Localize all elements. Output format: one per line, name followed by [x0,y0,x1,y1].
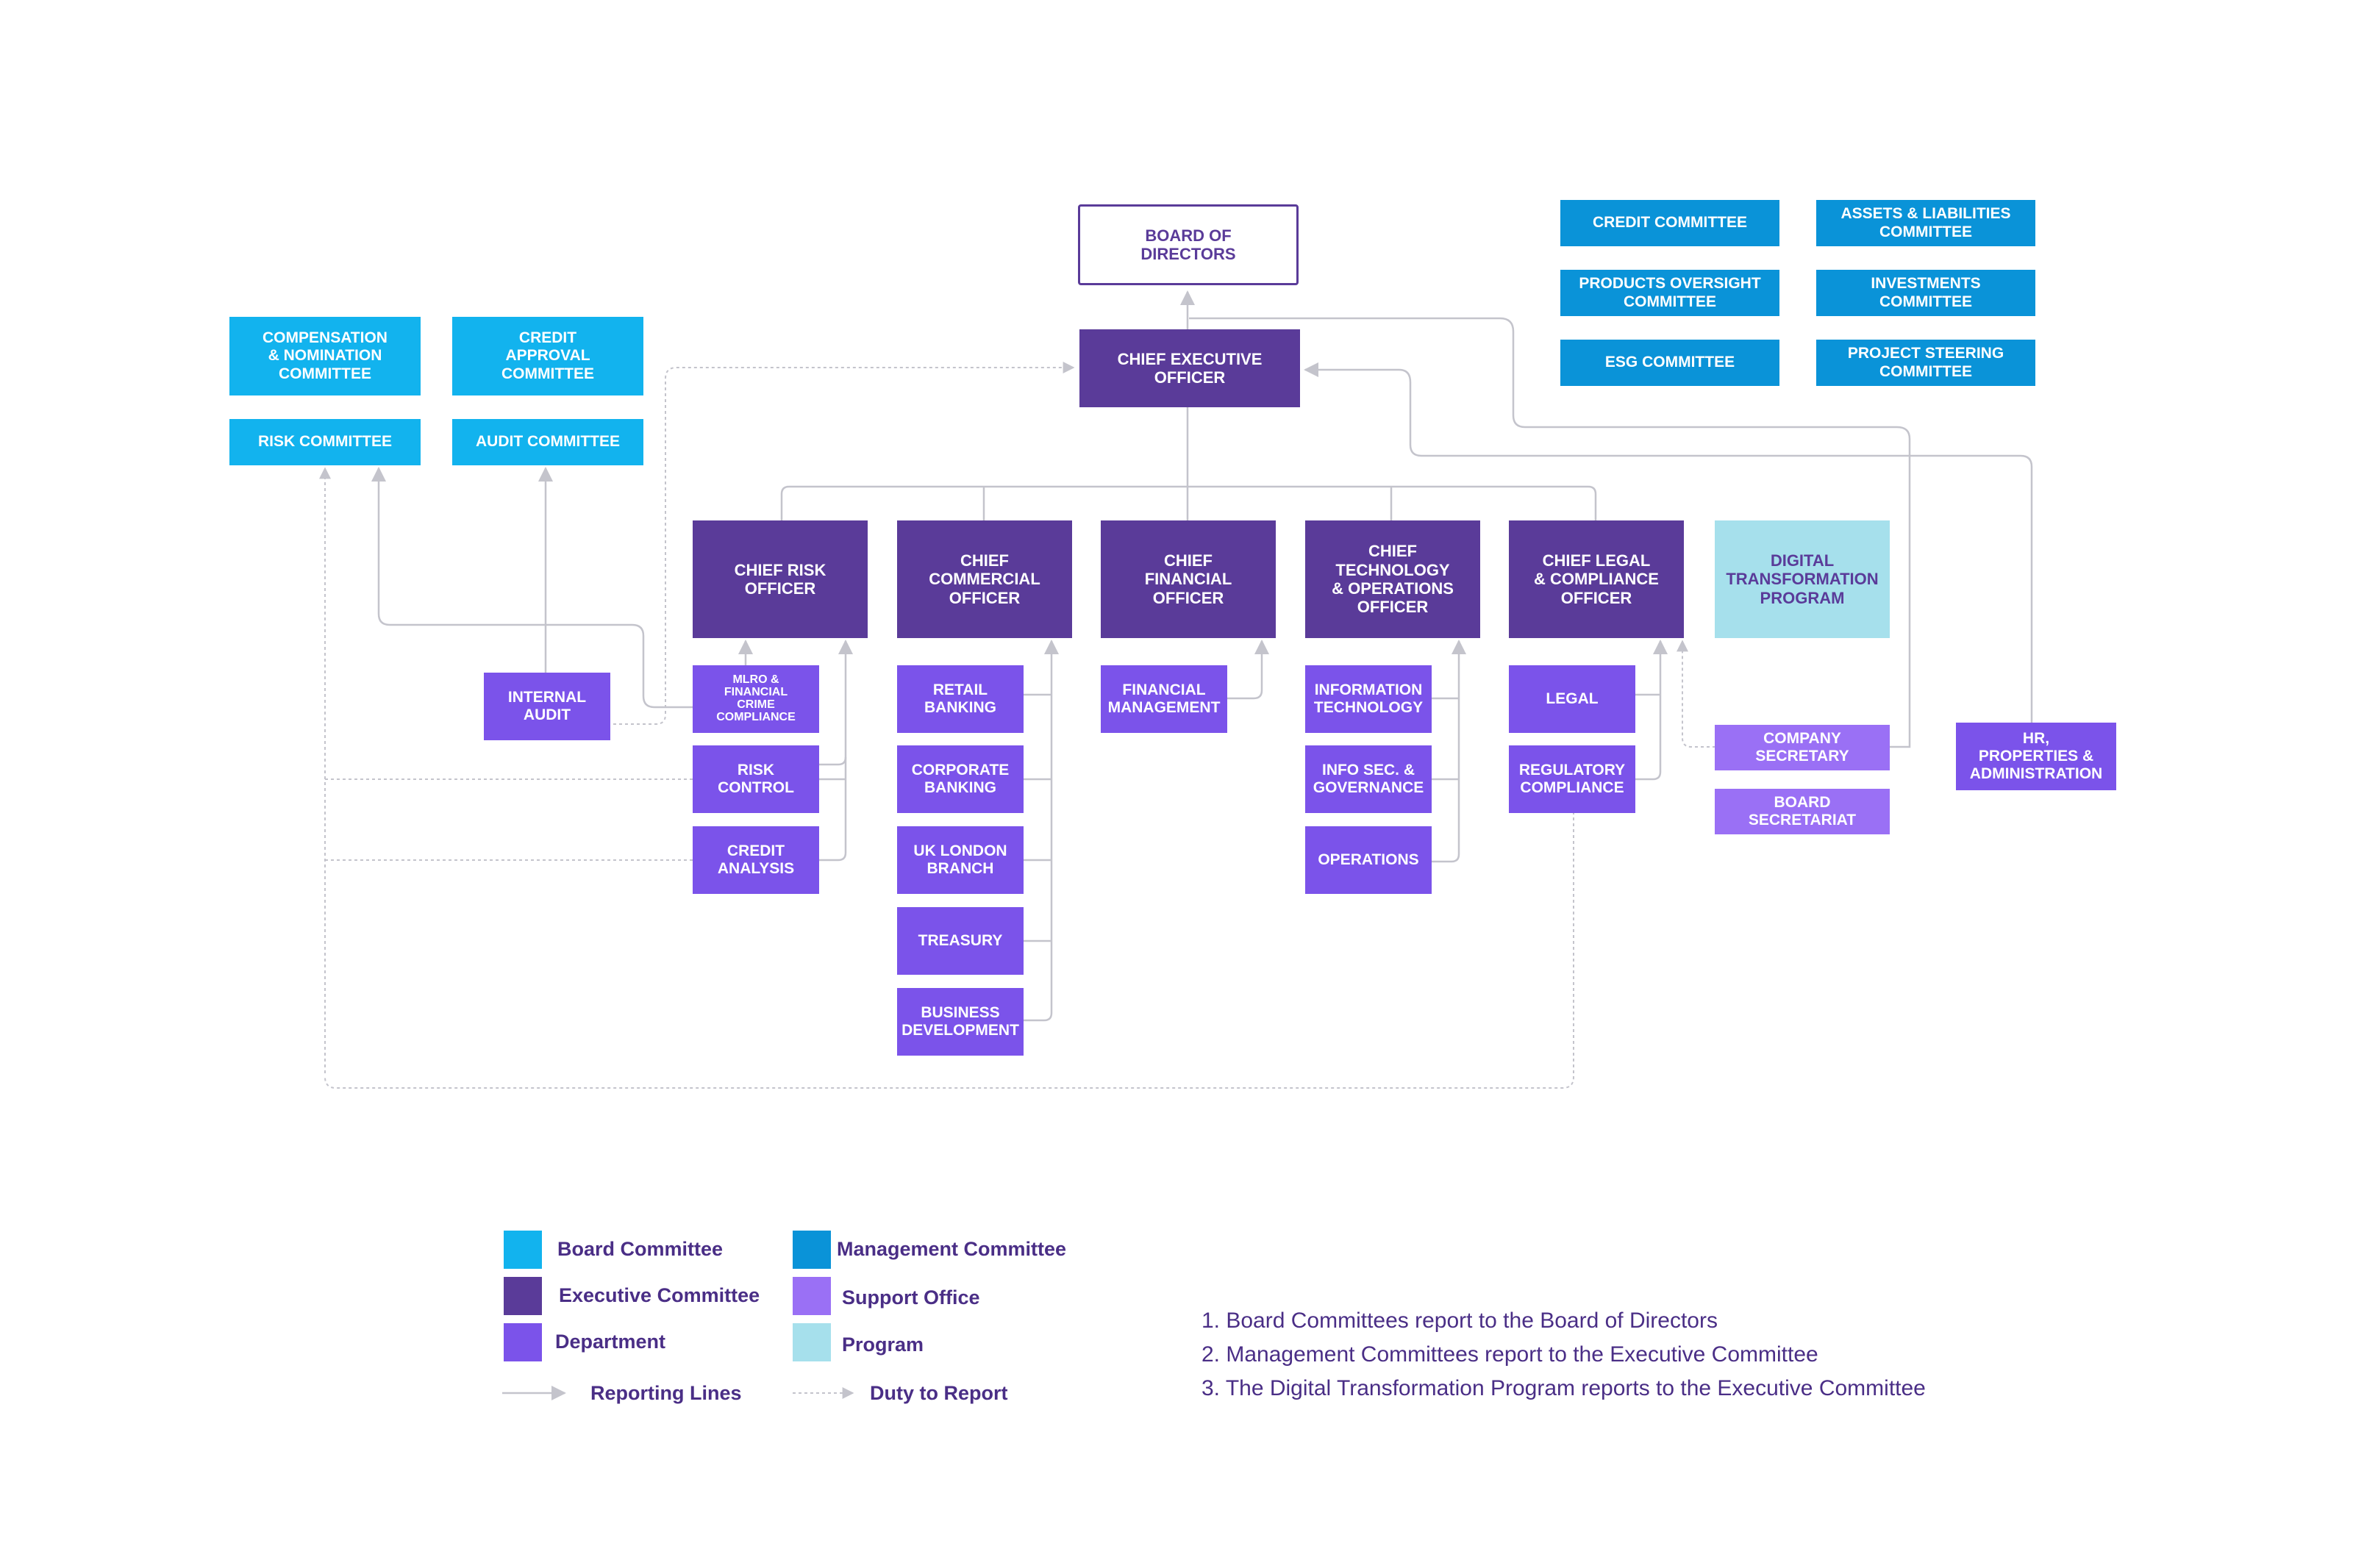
digital-transformation-program: DIGITAL TRANSFORMATION PROGRAM [1715,520,1890,638]
audit-committee: AUDIT COMMITTEE [452,419,643,465]
chief-commercial-officer: CHIEF COMMERCIAL OFFICER [897,520,1072,638]
legend-label-board-committee: Board Committee [557,1238,724,1260]
compensation-nomination-committee: COMPENSATION & NOMINATION COMMITTEE [229,317,421,395]
legend-label-reporting-lines: Reporting Lines [590,1382,742,1404]
company-secretary: COMPANY SECRETARY [1715,725,1890,770]
operations: OPERATIONS [1305,826,1432,894]
credit-approval-committee: CREDIT APPROVAL COMMITTEE [452,317,643,395]
line-cco-bus [1022,641,1051,1022]
dotted-cosec-to-clo [1677,640,1715,748]
risk-control: RISK CONTROL [693,745,819,813]
line-exec-bus [780,485,1597,520]
legal: LEGAL [1509,665,1635,733]
legend-swatch-support-office [793,1277,831,1315]
mlro-financial-crime-compliance: MLRO & FINANCIAL CRIME COMPLIANCE [693,665,819,733]
legend-label-executive-committee: Executive Committee [559,1284,760,1306]
line-clo-bus [1634,641,1660,781]
line-mlro-to-risk [371,467,693,709]
board-of-directors: BOARD OF DIRECTORS [1078,204,1299,285]
note-1: 1. Board Committees report to the Board … [1202,1309,1718,1333]
line-mgmt-committees [1189,317,1911,748]
investments-committee: INVESTMENTS COMMITTEE [1816,270,2035,316]
line-fm-to-cfo [1227,640,1269,700]
legend-swatch-department [504,1323,542,1361]
dotted-audit-to-ceo [607,362,1075,725]
treasury: TREASURY [897,907,1024,975]
chief-technology-operations-officer: CHIEF TECHNOLOGY & OPERATIONS OFFICER [1305,520,1480,638]
line-program-to-ceo [1304,362,2033,767]
legend-label-department: Department [555,1331,666,1353]
legend-label-management-committee: Management Committee [837,1238,1067,1260]
legend-label-program: Program [842,1333,924,1356]
line-ca [819,757,847,862]
business-development: BUSINESS DEVELOPMENT [897,988,1024,1056]
line-cto-bus [1431,641,1459,863]
assets-liabilities-committee: ASSETS & LIABILITIES COMMITTEE [1816,200,2035,246]
dotted-reg-loop [324,812,1574,1089]
board-secretariat: BOARD SECRETARIAT [1715,789,1890,834]
hr-properties-administration: HR, PROPERTIES & ADMINISTRATION [1956,723,2116,790]
project-steering-committee: PROJECT STEERING COMMITTEE [1816,340,2035,386]
chief-legal-compliance-officer: CHIEF LEGAL & COMPLIANCE OFFICER [1509,520,1684,638]
legend-label-support-office: Support Office [842,1286,980,1309]
information-technology: INFORMATION TECHNOLOGY [1305,665,1432,733]
internal-audit: INTERNAL AUDIT [484,673,610,740]
regulatory-compliance: REGULATORY COMPLIANCE [1509,745,1635,813]
legend-label-duty-to-report: Duty to Report [870,1382,1008,1404]
credit-analysis: CREDIT ANALYSIS [693,826,819,894]
corporate-banking: CORPORATE BANKING [897,745,1024,813]
products-oversight-committee: PRODUCTS OVERSIGHT COMMITTEE [1560,270,1779,316]
legend-swatch-program [793,1323,831,1361]
info-sec-governance: INFO SEC. & GOVERNANCE [1305,745,1432,813]
note-3: 3. The Digital Transformation Program re… [1202,1376,1926,1400]
chief-financial-officer: CHIEF FINANCIAL OFFICER [1101,520,1276,638]
line-cro-right-bus [819,640,853,766]
legend-swatch-board-committee [504,1231,542,1269]
retail-banking: RETAIL BANKING [897,665,1024,733]
risk-committee: RISK COMMITTEE [229,419,421,465]
esg-committee: ESG COMMITTEE [1560,340,1779,386]
chief-risk-officer: CHIEF RISK OFFICER [693,520,868,638]
legend-swatch-management-committee [793,1231,831,1269]
credit-committee: CREDIT COMMITTEE [1560,200,1779,246]
ceo-box: CHIEF EXECUTIVE OFFICER [1079,329,1300,407]
financial-management: FINANCIAL MANAGEMENT [1101,665,1227,733]
note-2: 2. Management Committees report to the E… [1202,1342,1818,1367]
uk-london-branch: UK LONDON BRANCH [897,826,1024,894]
legend-swatch-executive-committee [504,1277,542,1315]
